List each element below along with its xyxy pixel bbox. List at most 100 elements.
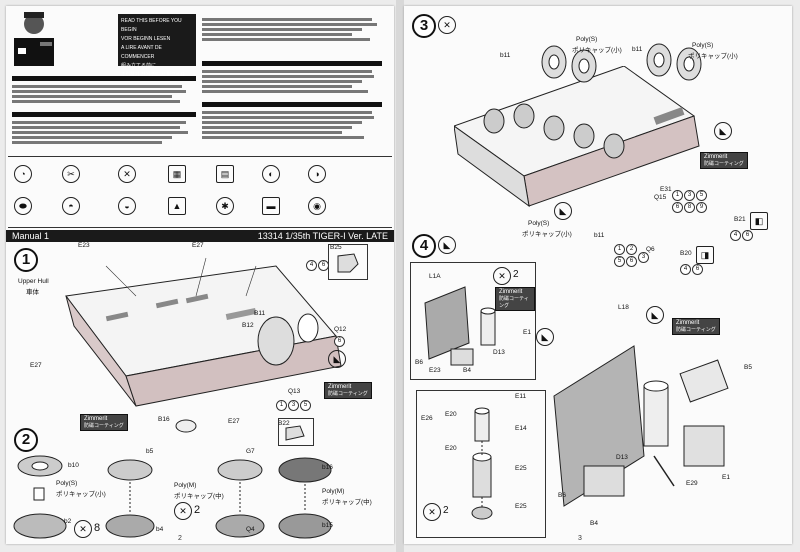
suspension-wheels-top bbox=[541, 43, 702, 83]
legend-icon-5: ▤ bbox=[216, 165, 234, 183]
label-l1a: L1A bbox=[429, 273, 441, 280]
part-circle-r3-6b: 6 bbox=[742, 230, 753, 241]
label-b25: B25 bbox=[330, 244, 342, 251]
inset-count-2: 2 bbox=[513, 269, 519, 280]
part-circle-r3-6c: 6 bbox=[626, 256, 637, 267]
label-e27-left: E27 bbox=[30, 362, 42, 369]
label-e27-bottom: E27 bbox=[228, 418, 240, 425]
repeat-x-icon-2: ✕ bbox=[174, 502, 192, 520]
zimmerit-tag-5-text: Zimmerit bbox=[676, 320, 700, 326]
label-b11-bottom: b11 bbox=[594, 232, 605, 239]
label-b5: b5 bbox=[146, 448, 154, 455]
zimmerit-tag-5: Zimmerit 防磁コーティング bbox=[672, 318, 720, 335]
part-circle-r3-3b: 3 bbox=[638, 252, 649, 263]
repeat-count-8: 8 bbox=[94, 522, 101, 534]
warning-line-4: 組み立てる前に bbox=[121, 63, 157, 69]
part-circle-r3-6d: 6 bbox=[692, 264, 703, 275]
part-circle-4: 4 bbox=[306, 260, 317, 271]
zimmerit-tag-1: Zimmerit 防磁コーティング bbox=[324, 382, 372, 399]
b21-detail-icon: ◧ bbox=[750, 212, 768, 230]
road-wheels-diagram bbox=[13, 455, 332, 539]
label-e27-top: E27 bbox=[192, 242, 204, 249]
label-b2: b2 bbox=[64, 518, 72, 525]
b25-detail-box bbox=[328, 244, 368, 280]
step-2-number: 2 bbox=[14, 428, 38, 452]
mascot-illustration bbox=[14, 12, 54, 66]
zimmerit-tag-1-sub: 防磁コーティング bbox=[328, 391, 368, 397]
manual-banner: Manual 1 13314 1/35th TIGER-I Ver. LATE bbox=[6, 230, 394, 242]
label-b12: B12 bbox=[242, 322, 254, 329]
zimmerit-tag-1-text: Zimmerit bbox=[328, 384, 352, 390]
label-e1-main: E1 bbox=[722, 474, 730, 481]
label-l18: L18 bbox=[618, 304, 629, 311]
label-poly-m-sub: ポリキャップ(中) bbox=[174, 493, 224, 500]
warning-line-1: READ THIS BEFORE YOU BEGIN bbox=[121, 18, 182, 33]
label-e20b: E20 bbox=[445, 445, 457, 452]
label-poly-s-top: Poly(S) bbox=[576, 36, 598, 43]
zimmerit-tag-2-text: Zimmerit bbox=[84, 416, 108, 422]
label-upper-hull: Upper Hull bbox=[18, 278, 49, 285]
exhaust-count-2: 2 bbox=[443, 505, 449, 516]
warning-box: READ THIS BEFORE YOU BEGIN VOR BEGINN LE… bbox=[118, 14, 196, 78]
label-q15: Q15 bbox=[654, 194, 667, 201]
b20-detail-icon: ◨ bbox=[696, 246, 714, 264]
glue-icon-step3-b: ◣ bbox=[554, 202, 572, 220]
symbol-legend: ◔ ✂ ✕ ▦ ▤ ◐ ◑ ⬬ ◓ ◒ ▲ ✱ ▬ ◉ bbox=[8, 156, 392, 228]
inset-x-icon: ✕ bbox=[493, 267, 511, 285]
zimmerit-tag-3-sub: 防磁コーティング bbox=[704, 161, 744, 167]
label-b11-left: b11 bbox=[500, 52, 511, 59]
part-circle-r3-3: 3 bbox=[684, 190, 695, 201]
label-b6: B6 bbox=[415, 359, 423, 366]
legend-icon-9: ◓ bbox=[62, 197, 80, 215]
warning-line-2: VOR BEGINN LESEN bbox=[121, 36, 171, 42]
inset-plate-diagram bbox=[424, 286, 496, 366]
legend-icon-6: ◐ bbox=[262, 165, 280, 183]
banner-manual-label: Manual 1 bbox=[12, 231, 50, 241]
warning-line-5: 조립하기 전에 반드시 읽으세요 bbox=[121, 72, 185, 78]
step-4-number: 4 bbox=[412, 234, 436, 258]
zimmerit-tag-4: Zimmerit 防磁コーティング bbox=[495, 287, 535, 311]
part-circle-r3-8: 8 bbox=[684, 202, 695, 213]
legend-icon-4: ▦ bbox=[168, 165, 186, 183]
label-poly-m-2: Poly(M) bbox=[322, 488, 345, 495]
exhaust-x-icon: ✕ bbox=[423, 503, 441, 521]
label-b4: b4 bbox=[156, 526, 164, 533]
part-circle-r3-4: 4 bbox=[730, 230, 741, 241]
text-block-left-1 bbox=[12, 76, 196, 105]
label-b16-wheel: b16 bbox=[322, 464, 333, 471]
label-poly-s-top2: Poly(S) bbox=[692, 42, 714, 49]
label-q13: Q13 bbox=[288, 388, 301, 395]
zimmerit-tag-4-text: Zimmerit bbox=[499, 289, 523, 295]
part-circle-3: 3 bbox=[288, 400, 299, 411]
text-block-mid-right bbox=[202, 61, 382, 95]
label-e14: E14 bbox=[515, 425, 527, 432]
banner-product-title: 13314 1/35th TIGER-I Ver. LATE bbox=[257, 231, 388, 241]
label-poly-s-bottom: Poly(S) bbox=[528, 220, 550, 227]
label-e1-r: E1 bbox=[523, 329, 531, 336]
right-page-number: 3 bbox=[578, 535, 582, 542]
label-e26: E26 bbox=[421, 415, 433, 422]
legend-icon-12: ✱ bbox=[216, 197, 234, 215]
label-poly-s-top-sub: ポリキャップ(小) bbox=[572, 47, 622, 54]
part-circle-r3-2: 2 bbox=[626, 244, 637, 255]
lower-hull-diagram bbox=[454, 66, 700, 208]
part-circle-r3-9: 9 bbox=[696, 202, 707, 213]
zimmerit-tag-3: Zimmerit 防磁コーティング bbox=[700, 152, 748, 169]
right-page: 3 ✕ b11 Poly(S) ポリキャップ(小) b11 Poly(S) bbox=[404, 6, 792, 544]
label-e20: E20 bbox=[445, 411, 457, 418]
label-d13-main: D13 bbox=[616, 454, 628, 461]
label-e29: E29 bbox=[686, 480, 698, 487]
label-poly-s: Poly(S) bbox=[56, 480, 78, 487]
label-b22: B22 bbox=[278, 420, 290, 427]
legend-icon-2: ✂ bbox=[62, 165, 80, 183]
part-circle-5: 5 bbox=[300, 400, 311, 411]
part-circle-r3-1: 1 bbox=[672, 190, 683, 201]
step4-glue-icon: ◣ bbox=[438, 236, 456, 254]
step-3-number: 3 bbox=[412, 14, 436, 38]
text-block-top-right bbox=[202, 16, 382, 43]
part-circle-r3-5: 5 bbox=[696, 190, 707, 201]
page-gutter bbox=[396, 0, 404, 552]
part-circle-r3-5b: 5 bbox=[614, 256, 625, 267]
repeat-count-2: 2 bbox=[194, 504, 201, 516]
label-b11-right: b11 bbox=[632, 46, 643, 53]
